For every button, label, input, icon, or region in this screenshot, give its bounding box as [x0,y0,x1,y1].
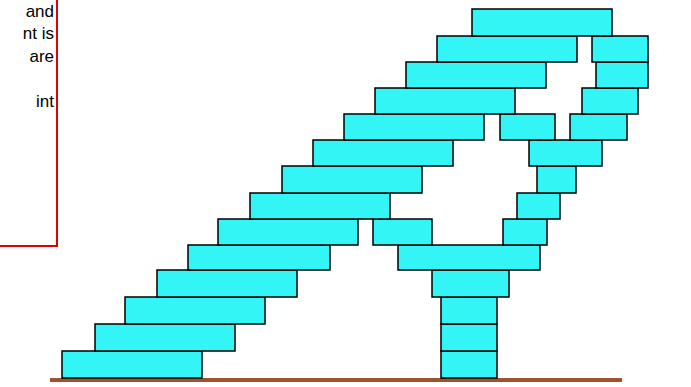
note-text: are [29,47,54,67]
note-text: and [26,2,54,22]
note-border [56,0,58,246]
bricks [62,9,648,378]
note-border [0,245,58,247]
note-text: nt is [23,24,54,44]
note-text: int [36,92,54,112]
